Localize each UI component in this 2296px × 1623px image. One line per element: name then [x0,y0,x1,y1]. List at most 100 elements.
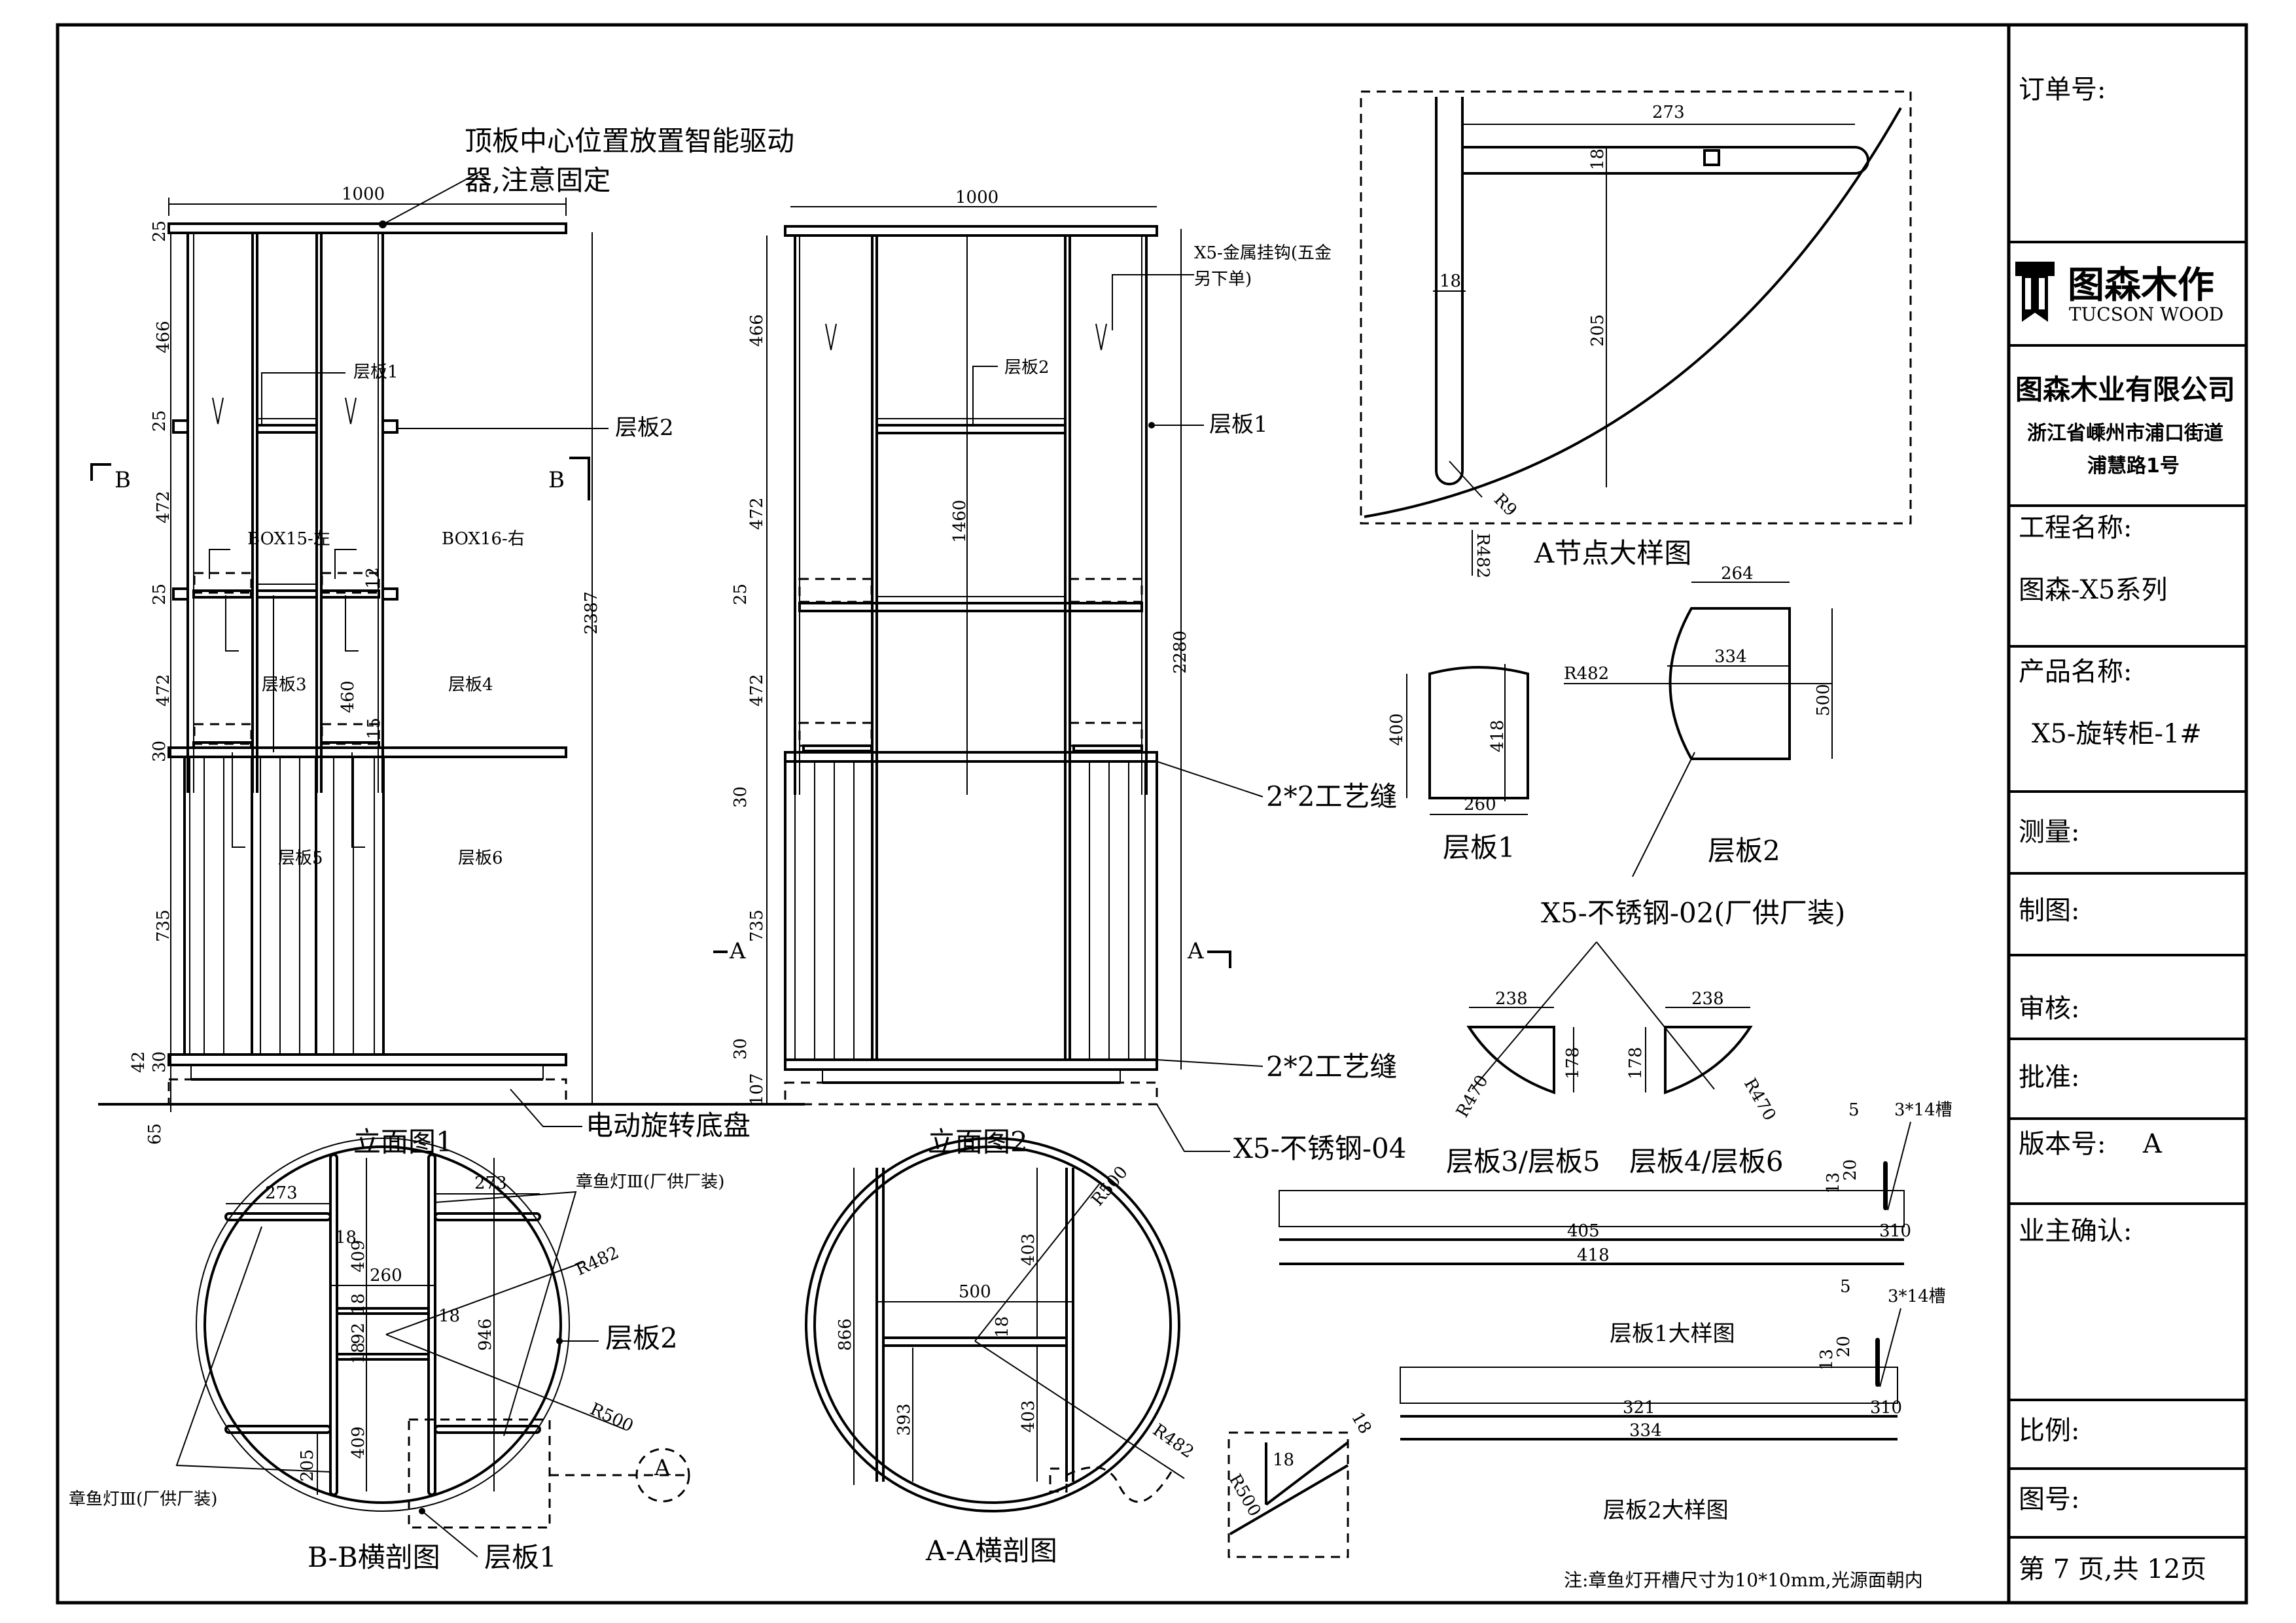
label-light-bottom: 章鱼灯Ⅲ(厂供厂装) [69,1490,217,1509]
section-mark-b-left [90,463,111,481]
dim-30: 30 [731,1038,751,1060]
shelf35-shape [1466,1026,1555,1094]
slot-icon [1883,1161,1888,1210]
dim-30: 30 [731,786,751,808]
owner-confirm-label: 业主确认: [2019,1216,2132,1246]
slot-label: 3*14槽 [1888,1287,1946,1306]
approve-label: 批准: [2019,1062,2079,1092]
dim-735: 735 [154,909,173,942]
inner-circle-r482 [813,1145,1172,1504]
hook-icon [825,323,837,351]
logo-mark-icon [2015,262,2055,322]
section-a-left: A [729,938,746,964]
dim-92: 92 [349,1323,368,1344]
drawn-label: 制图: [2019,896,2079,926]
top-board [168,222,567,234]
dim-735: 735 [747,909,767,942]
shelf2-title: 层板2 [1708,835,1780,867]
company-name: 图森木业有限公司 [2015,374,2235,406]
dim-321: 321 [1623,1398,1655,1418]
hook-icon [345,397,357,425]
section-bb: 409 409 273 273 18 260 18 18 92 18 946 2… [69,1138,724,1573]
dim-409: 409 [349,1240,368,1272]
top-note-line1: 顶板中心位置放置智能驱动 [465,125,794,157]
measure-label: 测量: [2019,817,2079,847]
company-logo: 图森木作 TUCSON WOOD [2015,262,2223,325]
detail-a-ref: A [654,1455,671,1481]
label-rotating-base: 电动旋转底盘 [586,1109,751,1142]
company-address-2: 浦慧路1号 [2087,455,2180,478]
project-value: 图森-X5系列 [2019,575,2167,605]
dim-273: 273 [265,1183,298,1203]
product-value: X5-旋转柜-1# [2032,719,2202,749]
dim-418: 418 [1577,1246,1610,1265]
dim-18-v: 18 [1439,271,1461,291]
dim-472: 472 [747,497,767,530]
dim-30: 30 [150,741,169,762]
shelf-parts: 400 418 260 层板1 264 334 R482 500 层板2 X5-… [1387,564,1845,1178]
detail-a-callout[interactable] [635,1448,690,1503]
dim-18: 18 [349,1293,368,1315]
dim-3: 3 [1879,1221,1890,1241]
dim-18: 18 [1273,1450,1294,1470]
dim-866: 866 [836,1318,855,1351]
label-box16: BOX16-右 [442,529,525,549]
shelf1-title: 层板1 [1443,831,1515,864]
dim-18: 18 [1347,1409,1375,1438]
leader-line [382,171,482,225]
dim-5: 5 [1840,1277,1851,1297]
shelf2-detail: 321 3 10 334 5 13 20 3*14槽 层板2大样图 [1400,1277,1946,1524]
logo-en: TUCSON WOOD [2069,304,2223,325]
dim-466: 466 [154,321,173,353]
aa-detail-frame [1227,1431,1349,1558]
dim-178: 178 [1626,1047,1646,1079]
title-block-frame [2007,23,2248,1605]
project-label: 工程名称: [2019,513,2132,543]
dim-2387: 2387 [582,591,601,635]
page-info: 第 7 页,共 12页 [2019,1554,2206,1584]
section-aa: 500 403 403 866 393 18 R500 R482 A-A横剖图 … [805,1137,1375,1567]
section-b-left: B [115,467,131,493]
label-shelf2: 层板2 [1004,358,1050,377]
dim-393: 393 [894,1403,914,1436]
node-a-title: A节点大样图 [1534,537,1691,569]
dim-18: 18 [438,1306,460,1326]
order-no-label: 订单号: [2019,75,2106,105]
dim-1460: 1460 [950,500,970,543]
dim-409: 409 [349,1426,368,1459]
logo-cn: 图森木作 [2068,264,2214,307]
top-note-line2: 器,注意固定 [465,164,610,196]
dim-r482: R482 [1473,533,1492,578]
dim-15: 15 [364,718,384,739]
label-shelf5: 层板5 [278,848,323,868]
rotating-base-outline [168,1078,567,1106]
label-shelf2: 层板2 [605,1322,678,1354]
partition-left [329,1153,338,1496]
dim-10: 10 [1881,1398,1902,1418]
dim-25: 25 [150,220,169,242]
label-hook: X5-金属挂钩(五金 [1194,243,1332,263]
section-mark-b-right [569,457,590,500]
dim-107: 107 [747,1073,767,1106]
slot-icon [1875,1338,1880,1387]
outer-circle-r500 [805,1137,1180,1512]
section-bb-title: B-B横剖图 [308,1541,440,1573]
dim-205: 205 [1588,314,1608,347]
dim-260: 260 [1464,795,1496,814]
dim-205: 205 [298,1449,317,1482]
dim-r9: R9 [1490,490,1521,521]
elevation1-title: 立面图1 [353,1126,453,1158]
title-block: 订单号: 图森木作 TUCSON WOOD 图森木业有限公司 浙江省嵊州市浦口街… [2007,23,2248,1605]
hook-icon [212,397,224,425]
shelf2-profile [1400,1367,1898,1404]
dim-10: 10 [1890,1221,1911,1241]
label-shelf1: 层板1 [1209,411,1268,438]
dim-238: 238 [1691,989,1724,1009]
dim-403: 403 [1019,1400,1038,1433]
dim-403: 403 [1019,1233,1038,1266]
dim-472: 472 [154,674,173,707]
elevation-2: 1000 [713,188,1406,1164]
dim-r470: R470 [1740,1075,1780,1125]
outer-circle-r500 [196,1138,570,1512]
